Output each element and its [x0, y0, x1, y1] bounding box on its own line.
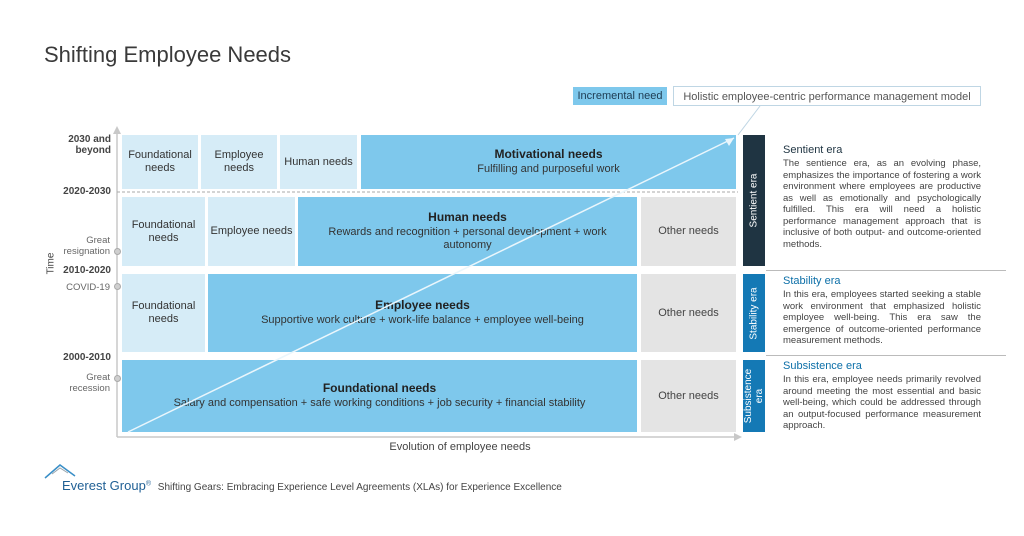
cell-2020-other: Other needs — [641, 197, 736, 266]
cell-2000-foundational: Foundational needs Salary and compensati… — [122, 360, 637, 432]
y-tick-2010: 2010-2020 — [63, 265, 111, 276]
era-title-sentient: Sentient era — [783, 144, 843, 156]
cell-2010-foundational: Foundational needs — [122, 274, 205, 352]
event-marker — [114, 283, 121, 290]
x-axis-arrow — [734, 433, 742, 441]
era-desc-subsistence: In this era, employee needs primarily re… — [783, 374, 981, 431]
era-divider — [766, 270, 1006, 271]
era-bar-subsistence: Subsistence era — [743, 360, 765, 432]
cell-2000-other: Other needs — [641, 360, 736, 432]
cell-2010-employee: Employee needs Supportive work culture +… — [208, 274, 637, 352]
cell-2030-human: Human needs — [280, 135, 357, 189]
era-title-stability: Stability era — [783, 275, 841, 287]
x-axis-label: Evolution of employee needs — [389, 441, 531, 453]
footer-reg: ® — [145, 480, 151, 488]
holistic-arrow-line — [127, 137, 735, 433]
cell-2030-foundational: Foundational needs — [122, 135, 198, 189]
cell-2020-foundational: Foundational needs — [122, 197, 205, 266]
y-tick-2000: 2000-2010 — [63, 352, 111, 363]
era-bar-stability: Stability era — [743, 274, 765, 352]
cell-2030-motivational: Motivational needs Fulfilling and purpos… — [361, 135, 736, 189]
event-marker — [114, 375, 121, 382]
everest-logo-icon — [44, 464, 76, 479]
page-title: Shifting Employee Needs — [44, 42, 292, 67]
holistic-arrow-head — [725, 138, 734, 146]
legend-holistic-model: Holistic employee-centric performance ma… — [673, 86, 981, 106]
event-great-resignation: Great resignation — [63, 235, 110, 257]
cell-2010-other: Other needs — [641, 274, 736, 352]
y-axis-arrow — [113, 126, 121, 134]
era-desc-stability: In this era, employees started seeking a… — [783, 289, 981, 346]
event-covid: COVID-19 — [66, 282, 110, 293]
footer: Everest Group® Shifting Gears: Embracing… — [62, 478, 562, 493]
era-bar-sentient: Sentient era — [743, 135, 765, 266]
era-divider — [766, 355, 1006, 356]
event-great-recession: Great recession — [69, 372, 110, 394]
era-desc-sentient: The sentience era, as an evolving phase,… — [783, 158, 981, 250]
holistic-leader-line — [737, 105, 761, 136]
y-tick-2030: 2030 and beyond — [68, 134, 111, 156]
event-marker — [114, 248, 121, 255]
cell-2020-human: Human needs Rewards and recognition + pe… — [298, 197, 637, 266]
cell-2030-employee: Employee needs — [201, 135, 277, 189]
y-tick-2020: 2020-2030 — [63, 186, 111, 197]
era-title-subsistence: Subsistence era — [783, 360, 862, 372]
footer-brand: Everest Group — [62, 478, 146, 493]
legend-incremental-need: Incremental need — [573, 87, 667, 105]
footer-text: Shifting Gears: Embracing Experience Lev… — [157, 482, 562, 493]
cell-2020-employee: Employee needs — [208, 197, 295, 266]
